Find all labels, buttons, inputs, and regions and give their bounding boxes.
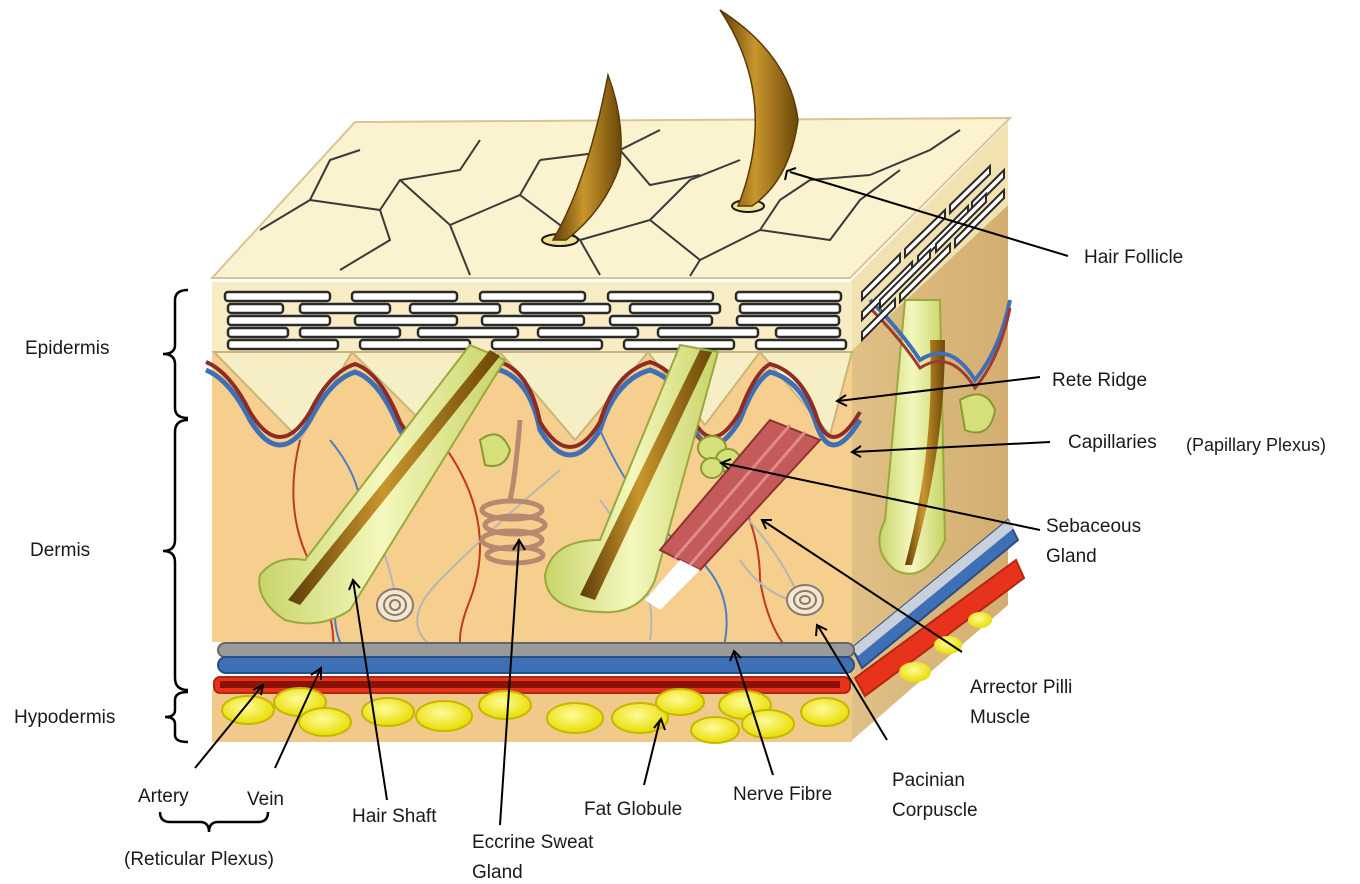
nerve-band <box>218 643 854 657</box>
label-eccrine-2: Gland <box>472 862 523 883</box>
label-hypodermis: Hypodermis <box>14 707 115 728</box>
label-hair-shaft: Hair Shaft <box>352 806 437 827</box>
label-rete-ridge: Rete Ridge <box>1052 370 1147 391</box>
hypodermis-brace <box>165 692 188 742</box>
label-arrector-2: Muscle <box>970 707 1030 728</box>
label-pacinian-2: Corpuscle <box>892 800 978 821</box>
label-papillary-plexus: (Papillary Plexus) <box>1186 435 1326 455</box>
reticular-plexus <box>214 643 854 693</box>
label-sebaceous-1: Sebaceous <box>1046 516 1141 537</box>
label-epidermis: Epidermis <box>25 338 109 359</box>
label-pacinian-1: Pacinian <box>892 770 965 791</box>
label-nerve-fibre: Nerve Fibre <box>733 784 832 805</box>
vein-band <box>218 657 854 673</box>
label-sebaceous-2: Gland <box>1046 546 1097 567</box>
label-hair-follicle: Hair Follicle <box>1084 247 1183 268</box>
label-reticular-plexus: (Reticular Plexus) <box>124 849 274 870</box>
label-capillaries: Capillaries <box>1068 432 1157 453</box>
label-eccrine-1: Eccrine Sweat <box>472 832 594 853</box>
label-vein: Vein <box>247 789 284 810</box>
label-dermis: Dermis <box>30 540 90 561</box>
dermis-brace <box>163 420 188 690</box>
reticular-plexus-brace <box>160 812 268 832</box>
epidermis-brace <box>163 290 188 418</box>
label-arrector-1: Arrector Pilli <box>970 677 1072 698</box>
label-artery: Artery <box>138 786 189 807</box>
label-fat-globule: Fat Globule <box>584 799 682 820</box>
